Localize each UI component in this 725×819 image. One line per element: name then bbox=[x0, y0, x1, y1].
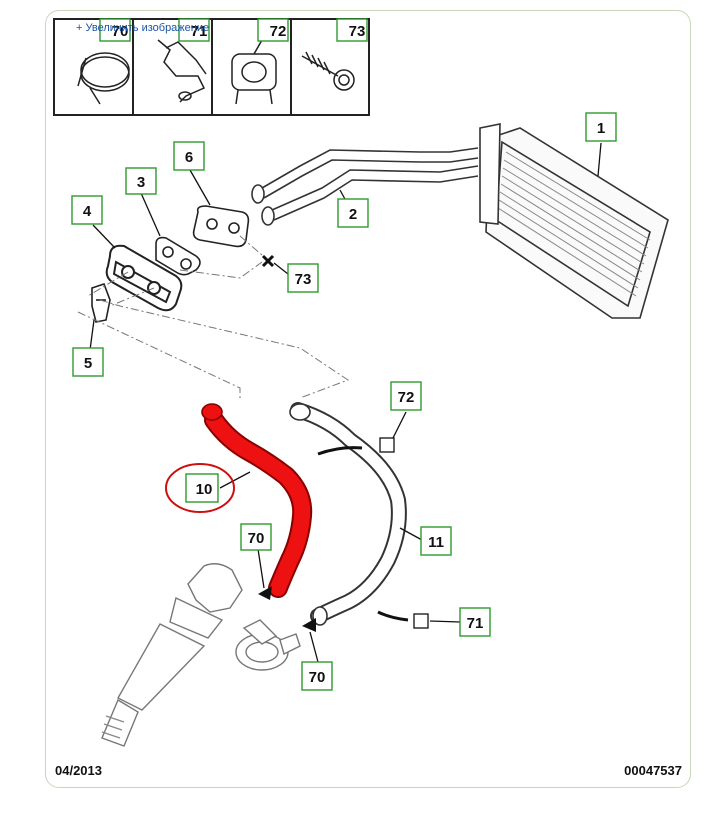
thermostat-housing bbox=[101, 563, 301, 747]
callout-boxes bbox=[71, 18, 617, 691]
callout-2: 2 bbox=[349, 206, 357, 223]
diagram-date: 04/2013 bbox=[55, 763, 102, 778]
diagram-reference: 00047537 bbox=[624, 763, 682, 778]
screw-73-marker-icon bbox=[261, 254, 275, 268]
legend-label-71: 71 bbox=[191, 23, 208, 40]
callout-10: 10 bbox=[196, 481, 213, 498]
legend-label-72: 72 bbox=[270, 23, 287, 40]
enlarge-image-link[interactable]: + Увеличить изображение bbox=[76, 22, 210, 34]
clip-72-icon bbox=[231, 39, 277, 105]
legend-label-73: 73 bbox=[349, 23, 366, 40]
callout-labels: 70 71 72 73 1 2 3 6 4 5 73 72 10 11 70 7… bbox=[83, 23, 605, 686]
bracket-5 bbox=[91, 282, 111, 323]
seal-gasket-3 bbox=[155, 236, 201, 276]
callout-73: 73 bbox=[295, 271, 312, 288]
callout-11: 11 bbox=[428, 534, 444, 551]
callout-72: 72 bbox=[398, 389, 415, 406]
callout-1: 1 bbox=[597, 120, 605, 137]
callout-70-upper: 70 bbox=[248, 530, 265, 547]
clamp-arrow-70-upper bbox=[258, 586, 272, 600]
clamp-arrow-70-lower bbox=[302, 618, 316, 632]
clip-72-marker bbox=[379, 437, 395, 453]
legend-label-70: 70 bbox=[112, 23, 129, 40]
callout-3: 3 bbox=[137, 174, 145, 191]
highlight-circle bbox=[165, 463, 235, 513]
clip-71-marker bbox=[413, 613, 429, 629]
screw-73-icon bbox=[301, 51, 355, 91]
hose-11 bbox=[289, 402, 409, 626]
callout-5: 5 bbox=[84, 355, 92, 372]
callout-4: 4 bbox=[83, 203, 92, 220]
callout-71: 71 bbox=[467, 615, 484, 632]
heater-matrix bbox=[479, 123, 669, 319]
callout-70-lower: 70 bbox=[309, 669, 326, 686]
heater-pipes bbox=[251, 147, 479, 226]
clip-70-icon bbox=[77, 52, 130, 105]
callout-6: 6 bbox=[185, 149, 193, 166]
hose-10-highlighted bbox=[201, 403, 313, 598]
seal-plate-6 bbox=[192, 205, 250, 248]
clip-71-icon bbox=[157, 39, 207, 103]
